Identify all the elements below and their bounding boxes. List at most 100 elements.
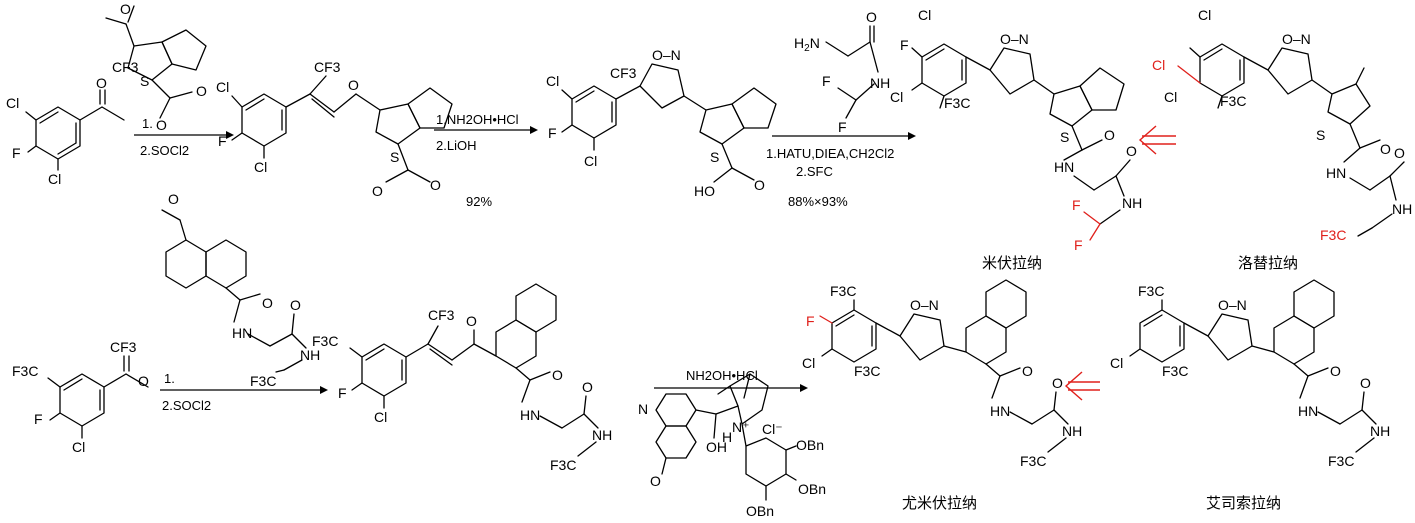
retro-arrow-1: [1138, 125, 1176, 155]
label-cl: Cl: [1110, 355, 1123, 371]
reference-lotilaner: Cl Cl Cl F3C O–N S O HN O NH F3C: [1152, 7, 1412, 243]
condition-step2-yield: 92%: [466, 194, 492, 209]
label-o: O: [1394, 145, 1405, 161]
label-f3c: F3C: [1020, 453, 1046, 469]
label-hn: HN: [520, 407, 540, 423]
label-f3c: F3C: [250, 373, 276, 389]
label-f: F: [822, 73, 831, 89]
condition-step1-line2: 2.SOCl2: [140, 143, 189, 158]
label-o: O: [582, 379, 593, 395]
label-o: O: [1360, 375, 1371, 391]
arrow-head-5: [800, 384, 808, 392]
label-s: S: [140, 73, 149, 89]
label-s: S: [1316, 127, 1325, 143]
label-o: O: [348, 77, 359, 93]
label-s: S: [1060, 129, 1069, 145]
label-obn: OBn: [798, 481, 826, 497]
label-f3c: F3C: [550, 457, 576, 473]
label-hn: HN: [1054, 159, 1074, 175]
label-nh: NH: [1062, 423, 1082, 439]
label-hn: HN: [990, 403, 1010, 419]
label-o-n: O–N: [1218, 297, 1247, 313]
label-o: O: [466, 313, 477, 329]
label-obn: OBn: [796, 437, 824, 453]
label-o: O: [866, 9, 877, 25]
compound-name-umifoxolaner: 尤米伏拉纳: [902, 494, 977, 512]
label-nh: NH: [1370, 423, 1390, 439]
label-f3c: F3C: [1138, 283, 1164, 299]
arrow-head-4: [320, 386, 328, 394]
label-f3c: F3C: [1162, 363, 1188, 379]
label-cf3: CF3: [110, 339, 137, 355]
label-f3c: F3C: [944, 95, 970, 111]
label-oh: OH: [706, 439, 727, 455]
label-o: O: [1104, 127, 1115, 143]
label-cl: Cl: [374, 409, 387, 425]
label-o: O: [138, 373, 149, 389]
label-o: O: [196, 83, 207, 99]
label-n: N: [638, 401, 648, 417]
label-cl: Cl: [1198, 7, 1211, 23]
label-o: O: [96, 75, 107, 91]
label-cl: Cl: [6, 95, 19, 111]
label-n-plus: N⁺: [732, 419, 750, 435]
product-mivorilaner: Cl F Cl F3C O–N S O HN O NH F F: [890, 7, 1142, 253]
label-o: O: [1330, 363, 1341, 379]
label-f3c: F3C: [830, 283, 856, 299]
label-f: F: [34, 411, 43, 427]
label-f3c: F3C: [1328, 453, 1354, 469]
label-obn: OBn: [746, 503, 774, 519]
label-cl: Cl: [890, 89, 903, 105]
label-o-n: O–N: [652, 47, 681, 63]
reagent-acetyl-naphthamide: O O HN O NH F3C: [161, 191, 320, 389]
starting-ketone-2: CF3 O F3C F Cl: [12, 339, 149, 455]
reagent-difluoroethyl-glycinamide: H2N O NH F F: [794, 9, 890, 135]
label-o: O: [1380, 141, 1391, 157]
condition-step3-line2: 2.SFC: [796, 164, 833, 179]
condition-step2-line1: 1.NH2OH•HCl: [436, 112, 519, 127]
label-o: O: [168, 191, 179, 207]
label-nh: NH: [1392, 201, 1412, 217]
condition-step4-line2: 2.SOCl2: [162, 398, 211, 413]
condition-step4-line1: 1.: [164, 371, 175, 386]
label-o: O: [1126, 143, 1137, 159]
label-cl: Cl: [216, 79, 229, 95]
starting-ketone-1: O CF3 Cl F Cl: [6, 59, 139, 187]
label-nh: NH: [1122, 195, 1142, 211]
label-cl: Cl: [1164, 89, 1177, 105]
label-cl: Cl: [546, 73, 559, 89]
label-hn: HN: [1298, 403, 1318, 419]
label-o: O: [120, 1, 131, 17]
compound-name-mivorilaner: 米伏拉纳: [982, 254, 1042, 272]
label-ho: HO: [694, 183, 715, 199]
label-f: F: [12, 145, 21, 161]
label-hn: HN: [1326, 165, 1346, 181]
label-o: O: [1052, 375, 1063, 391]
label-cl-red: Cl: [1152, 57, 1165, 73]
label-nh: NH: [300, 347, 320, 363]
label-o: O: [552, 367, 563, 383]
label-f: F: [338, 385, 347, 401]
arrow-head-2: [530, 126, 538, 134]
label-o: O: [372, 183, 383, 199]
label-f3c: F3C: [854, 363, 880, 379]
compound-name-esafoxolaner: 艾司索拉纳: [1206, 494, 1281, 512]
cinchona-catalyst: N OH H N⁺ Cl⁻ O OBn OBn OBn: [638, 373, 826, 519]
label-h: H: [722, 429, 732, 445]
label-f: F: [548, 125, 557, 141]
label-f-red: F: [806, 313, 815, 329]
label-o: O: [1022, 363, 1033, 379]
label-f3c: F3C: [12, 363, 38, 379]
label-f3c: F3C: [312, 333, 338, 349]
retro-arrow-2: [1064, 371, 1100, 401]
isoxazoline-acid-intermediate: Cl F Cl CF3 O–N S O HO: [546, 47, 777, 199]
label-f3c-red: F3C: [1320, 227, 1346, 243]
label-cl: Cl: [254, 159, 267, 175]
reagent-thiophene-ester: O S O O: [105, 1, 207, 133]
label-cl: Cl: [802, 355, 815, 371]
label-o: O: [290, 297, 301, 313]
label-o-n: O–N: [1000, 31, 1029, 47]
label-cf3: CF3: [610, 65, 637, 81]
